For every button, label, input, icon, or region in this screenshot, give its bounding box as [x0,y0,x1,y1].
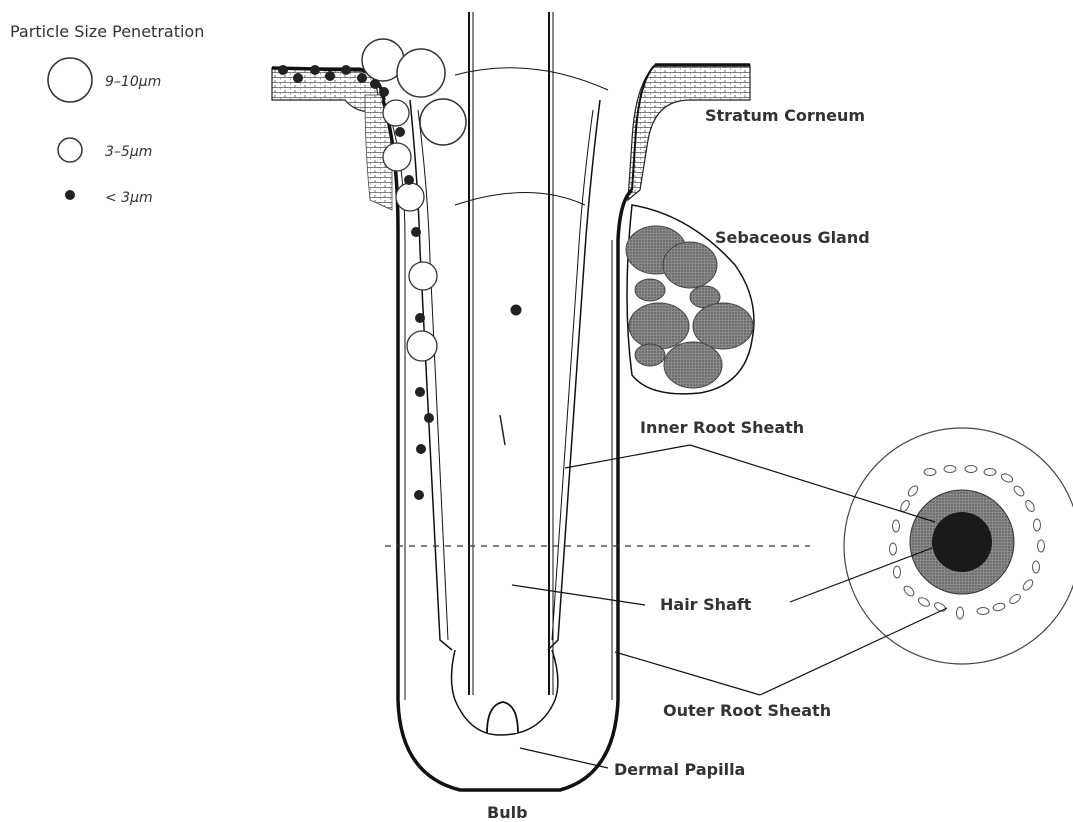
legend-small-particle-icon [65,190,75,200]
legend: Particle Size Penetration 9–10μm 3–5μm <… [10,22,204,206]
hair-shaft [469,12,553,695]
label-outer-root-sheath: Outer Root Sheath [663,701,831,720]
legend-large-particle-icon [48,58,92,102]
legend-medium-particle-icon [58,138,82,162]
stratum-corneum [272,65,750,210]
label-bulb: Bulb [487,803,528,822]
legend-label-small: < 3μm [105,190,153,206]
legend-title: Particle Size Penetration [10,22,204,41]
label-hair-shaft: Hair Shaft [660,595,752,614]
label-sebaceous-gland: Sebaceous Gland [715,228,870,247]
inner-root-sheath [410,68,608,650]
cross-section [844,428,1073,664]
label-inner-root-sheath: Inner Root Sheath [640,418,804,437]
dermal-papilla [487,702,518,733]
legend-label-large: 9–10μm [105,74,161,90]
legend-label-medium: 3–5μm [105,144,152,160]
label-stratum-corneum: Stratum Corneum [705,106,865,125]
bulb [452,650,558,735]
label-dermal-papilla: Dermal Papilla [614,760,745,779]
labels: Stratum Corneum Sebaceous Gland Inner Ro… [487,106,870,822]
